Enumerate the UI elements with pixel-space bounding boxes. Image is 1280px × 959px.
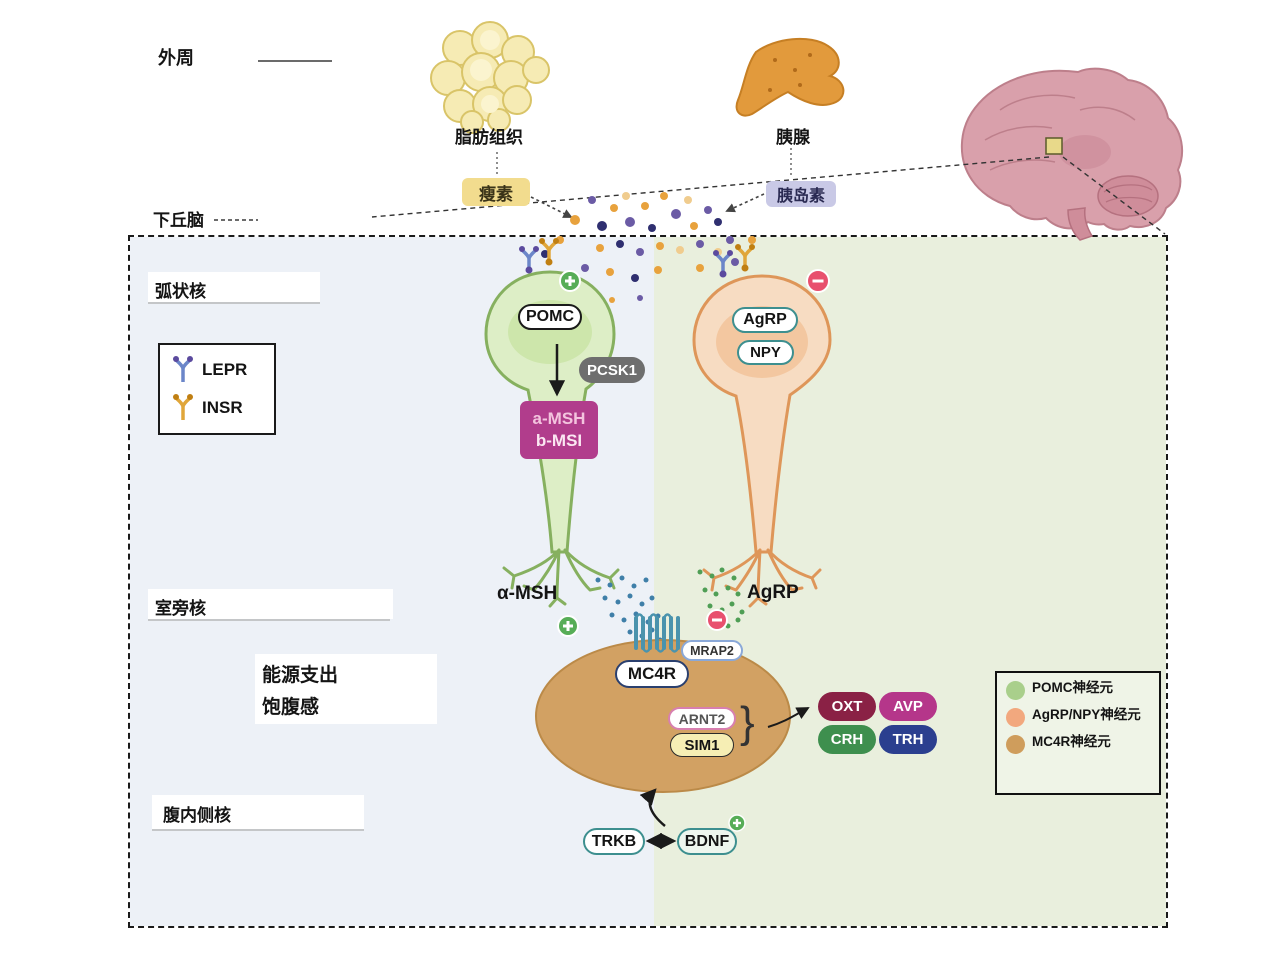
hormone-connector-arrows bbox=[496, 148, 792, 218]
b-msi-label: b-MSI bbox=[535, 431, 583, 450]
mc4r-neuron-dot-icon bbox=[1006, 735, 1025, 754]
pvn-label-strip bbox=[148, 589, 393, 619]
pancreas-illustration bbox=[735, 37, 845, 117]
agrp-badge: AgRP bbox=[732, 307, 798, 333]
lepr-legend-item: LEPR bbox=[172, 356, 274, 384]
arcuate-label-strip bbox=[148, 272, 320, 302]
oxt-pill: OXT bbox=[818, 692, 876, 721]
insr-label: INSR bbox=[202, 398, 243, 417]
energy-expenditure-label: 能源支出 bbox=[262, 665, 339, 686]
agrp-legend-label: AgRP/NPY神经元 bbox=[1032, 707, 1141, 722]
insr-legend-item: INSR bbox=[172, 394, 274, 422]
pomc-badge: POMC bbox=[518, 304, 582, 330]
mrap2-badge: MRAP2 bbox=[681, 640, 743, 661]
agrp-output-label: AgRP bbox=[747, 582, 799, 603]
vmn-label: 腹内侧核 bbox=[163, 806, 231, 825]
brain-illustration bbox=[960, 67, 1184, 241]
insr-receptor-icon bbox=[173, 394, 193, 420]
arcuate-label: 弧状核 bbox=[155, 282, 206, 301]
legend-item-pomc: POMC神经元 bbox=[1006, 680, 1150, 700]
pomc-legend-label: POMC神经元 bbox=[1032, 680, 1113, 695]
neuron-legend-box: POMC神经元 AgRP/NPY神经元 MC4R神经元 bbox=[995, 671, 1161, 795]
msh-peptide-box: a-MSH b-MSI bbox=[520, 401, 598, 459]
lepr-receptor-icon bbox=[173, 356, 193, 382]
hypothalamus-label: 下丘脑 bbox=[153, 211, 204, 230]
adipose-tissue-illustration bbox=[430, 21, 550, 134]
lepr-label: LEPR bbox=[202, 360, 248, 379]
agrp-side-panel bbox=[654, 237, 1166, 926]
leptin-badge: 瘦素 bbox=[462, 178, 530, 206]
agrp-neuron-dot-icon bbox=[1006, 708, 1025, 727]
satiety-label: 饱腹感 bbox=[262, 697, 320, 718]
insulin-badge: 胰岛素 bbox=[766, 181, 836, 207]
crh-pill: CRH bbox=[818, 725, 876, 754]
energy-label-strip bbox=[255, 654, 437, 724]
mc4r-badge: MC4R bbox=[615, 660, 689, 688]
mc4r-legend-label: MC4R神经元 bbox=[1032, 734, 1111, 749]
top-reference-lines bbox=[214, 60, 332, 221]
legend-item-agrp-npy: AgRP/NPY神经元 bbox=[1006, 707, 1150, 727]
vmn-label-strip bbox=[152, 795, 364, 829]
alpha-msh-output-label: α-MSH bbox=[497, 583, 558, 604]
legend-item-mc4r: MC4R神经元 bbox=[1006, 734, 1150, 754]
pomc-neuron-dot-icon bbox=[1006, 681, 1025, 700]
bdnf-badge: BDNF bbox=[677, 828, 737, 855]
a-msh-label: a-MSH bbox=[532, 408, 586, 428]
pvn-label: 室旁核 bbox=[155, 599, 206, 618]
receptor-legend-box: LEPR INSR bbox=[158, 343, 276, 435]
avp-pill: AVP bbox=[879, 692, 937, 721]
trh-pill: TRH bbox=[879, 725, 937, 754]
adipose-label: 脂肪组织 bbox=[455, 128, 523, 147]
trkb-badge: TRKB bbox=[583, 828, 645, 855]
sim1-badge: SIM1 bbox=[670, 733, 734, 757]
pancreas-label: 胰腺 bbox=[776, 128, 810, 147]
periphery-label: 外周 bbox=[158, 48, 194, 68]
arnt2-badge: ARNT2 bbox=[668, 707, 736, 730]
brace-glyph: } bbox=[740, 698, 755, 747]
npy-badge: NPY bbox=[737, 340, 794, 365]
pcsk1-badge: PCSK1 bbox=[579, 357, 645, 383]
